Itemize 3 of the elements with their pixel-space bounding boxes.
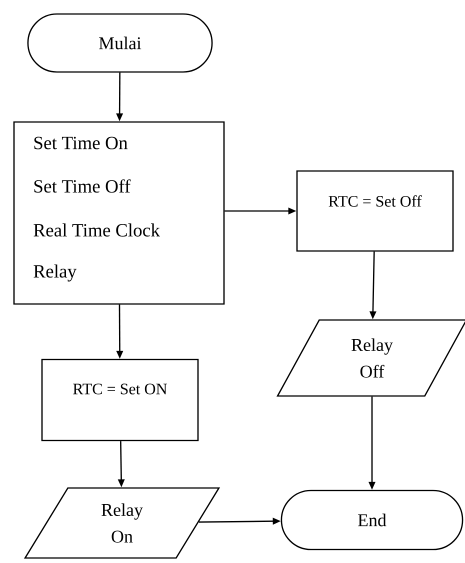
process-box: RTC = Set ON: [41, 358, 199, 442]
process-box: Set Time On Set Time Off Real Time Clock Relay: [13, 121, 225, 305]
process-box: RTC = Set Off: [296, 170, 454, 252]
